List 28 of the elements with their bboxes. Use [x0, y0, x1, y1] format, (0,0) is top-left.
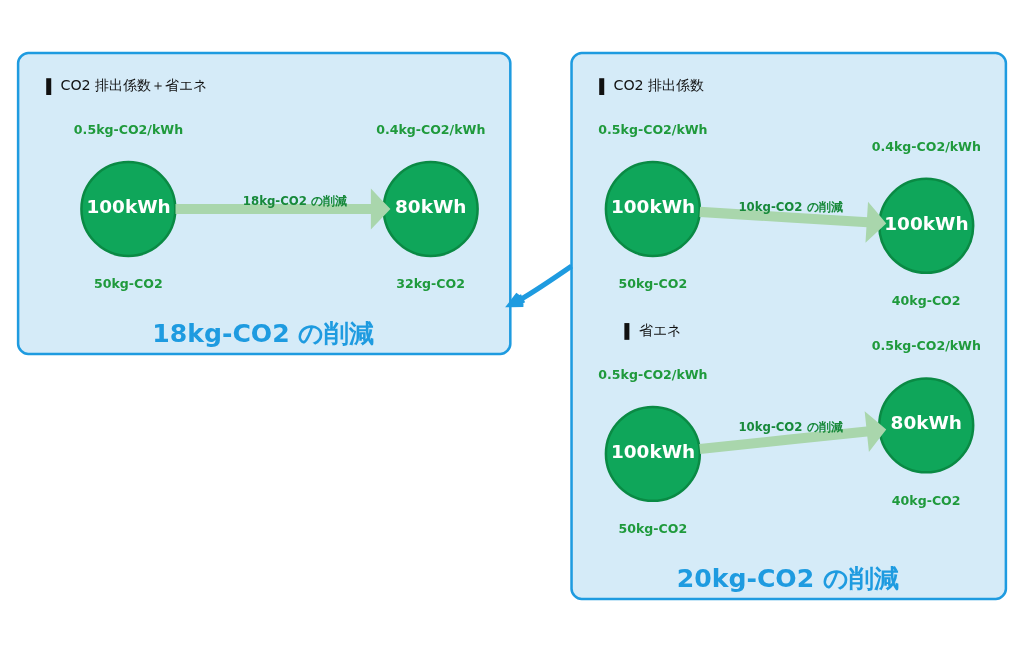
node-label: 0.5kg-CO2/kWh — [598, 366, 708, 382]
node-label: 0.5kg-CO2/kWh — [73, 121, 184, 137]
node-circle: 100kWh — [604, 405, 702, 503]
node-label: 32kg-CO2 — [396, 276, 465, 292]
node-label: 40kg-CO2 — [891, 492, 961, 508]
node-circle: 100kWh — [80, 160, 177, 258]
node-circle: 100kWh — [878, 177, 975, 274]
node-label: 50kg-CO2 — [618, 276, 688, 292]
node-label: 40kg-CO2 — [891, 293, 961, 309]
node-circle: 80kWh — [382, 160, 479, 258]
arrow — [175, 188, 391, 230]
node-label: 0.4kg-CO2/kWh — [871, 138, 981, 154]
arrow — [699, 201, 887, 243]
arrow — [507, 264, 573, 308]
edge-label: 10kg-CO2 の削減 — [738, 199, 843, 214]
label: 省エネ — [638, 321, 681, 338]
node-circle: 100kWh — [604, 160, 702, 258]
arrow — [699, 411, 887, 455]
node-label: 50kg-CO2 — [94, 276, 163, 292]
label: CO2 排出係数 — [613, 77, 705, 94]
node-label: 50kg-CO2 — [618, 521, 688, 537]
label: CO2 排出係数＋省エネ — [60, 77, 208, 94]
edge-label: 18kg-CO2 の削減 — [242, 194, 347, 208]
node-label: 0.4kg-CO2/kWh — [376, 121, 486, 137]
node-label: 0.5kg-CO2/kWh — [871, 338, 981, 354]
node-label: 0.5kg-CO2/kWh — [598, 121, 708, 137]
node-circle: 80kWh — [878, 377, 975, 474]
edge-label: 10kg-CO2 の削減 — [738, 419, 843, 434]
